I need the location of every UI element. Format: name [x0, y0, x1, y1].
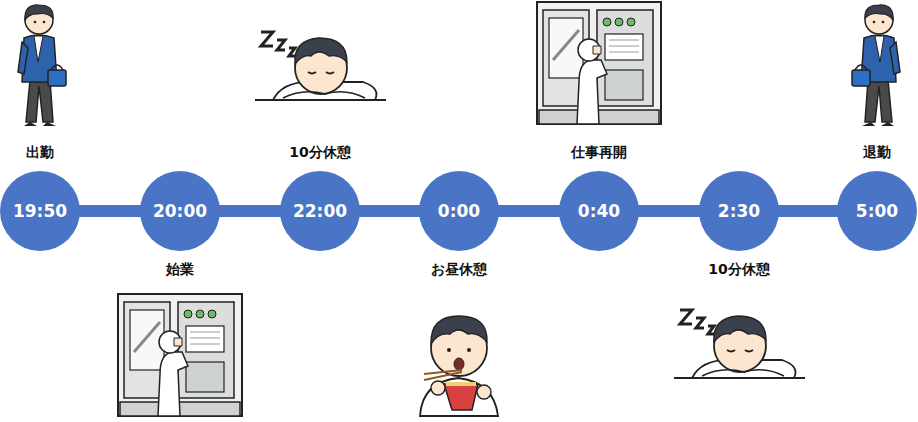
timeline-bar	[358, 205, 421, 217]
leaving-figure	[852, 5, 900, 126]
machine-operator-figure	[537, 2, 661, 124]
time-circle: 0:00お昼休憩	[419, 171, 499, 251]
event-label: 退勤	[863, 144, 891, 162]
event-label: 仕事再開	[571, 144, 627, 162]
timeline-bar	[637, 205, 701, 217]
time-circle: 20:00始業	[140, 171, 220, 251]
event-label: お昼休憩	[431, 261, 487, 279]
time-label: 19:50	[0, 171, 80, 251]
timeline-bar	[218, 205, 282, 217]
commuter-figure	[18, 5, 66, 126]
time-label: 22:00	[280, 171, 360, 251]
event-label: 10分休憩	[708, 261, 769, 279]
time-circle: 19:50出勤	[0, 171, 80, 251]
napping-figure	[255, 32, 386, 100]
time-circle: 2:3010分休憩	[699, 171, 779, 251]
time-circle: 5:00退勤	[837, 171, 917, 251]
time-label: 5:00	[837, 171, 917, 251]
time-label: 0:40	[559, 171, 639, 251]
machine-operator-figure	[118, 294, 242, 416]
event-label: 始業	[166, 261, 194, 279]
time-circle: 22:0010分休憩	[280, 171, 360, 251]
event-label: 10分休憩	[289, 144, 350, 162]
time-circle: 0:40仕事再開	[559, 171, 639, 251]
time-label: 20:00	[140, 171, 220, 251]
timeline-bar	[497, 205, 561, 217]
timeline-bar	[78, 205, 142, 217]
time-label: 2:30	[699, 171, 779, 251]
eating-figure	[420, 316, 498, 416]
timeline-bar	[777, 205, 839, 217]
napping-figure	[674, 310, 805, 378]
event-label: 出勤	[26, 144, 54, 162]
time-label: 0:00	[419, 171, 499, 251]
